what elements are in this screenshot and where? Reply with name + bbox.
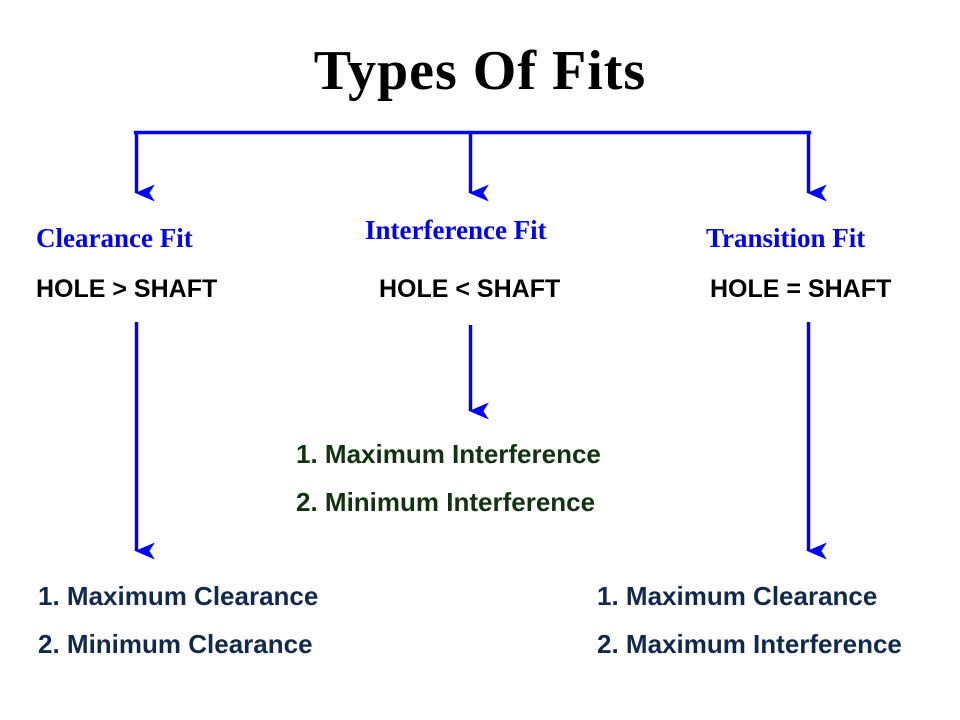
outcome-item: 1. Maximum Clearance: [597, 581, 878, 611]
branch-heading-transition: Transition Fit: [706, 223, 866, 253]
outcome-item: 2. Maximum Interference: [597, 629, 902, 659]
branch-condition-transition: HOLE = SHAFT: [710, 275, 892, 303]
outcome-item: 1. Maximum Clearance: [38, 581, 319, 611]
branch-condition-clearance: HOLE > SHAFT: [36, 275, 218, 303]
branch-condition-interference: HOLE < SHAFT: [379, 275, 561, 303]
branch-heading-clearance: Clearance Fit: [36, 223, 193, 253]
outcome-item: 1. Maximum Interference: [296, 439, 601, 469]
outcome-list-transition: 1. Maximum Clearance 2. Maximum Interfer…: [597, 572, 902, 668]
outcome-item: 2. Minimum Clearance: [38, 629, 313, 659]
outcome-list-interference: 1. Maximum Interference 2. Minimum Inter…: [296, 430, 601, 526]
outcome-item: 2. Minimum Interference: [296, 487, 596, 517]
outcome-list-clearance: 1. Maximum Clearance 2. Minimum Clearanc…: [38, 572, 318, 668]
page-title: Types Of Fits: [313, 40, 647, 102]
branch-heading-interference: Interference Fit: [365, 215, 547, 245]
